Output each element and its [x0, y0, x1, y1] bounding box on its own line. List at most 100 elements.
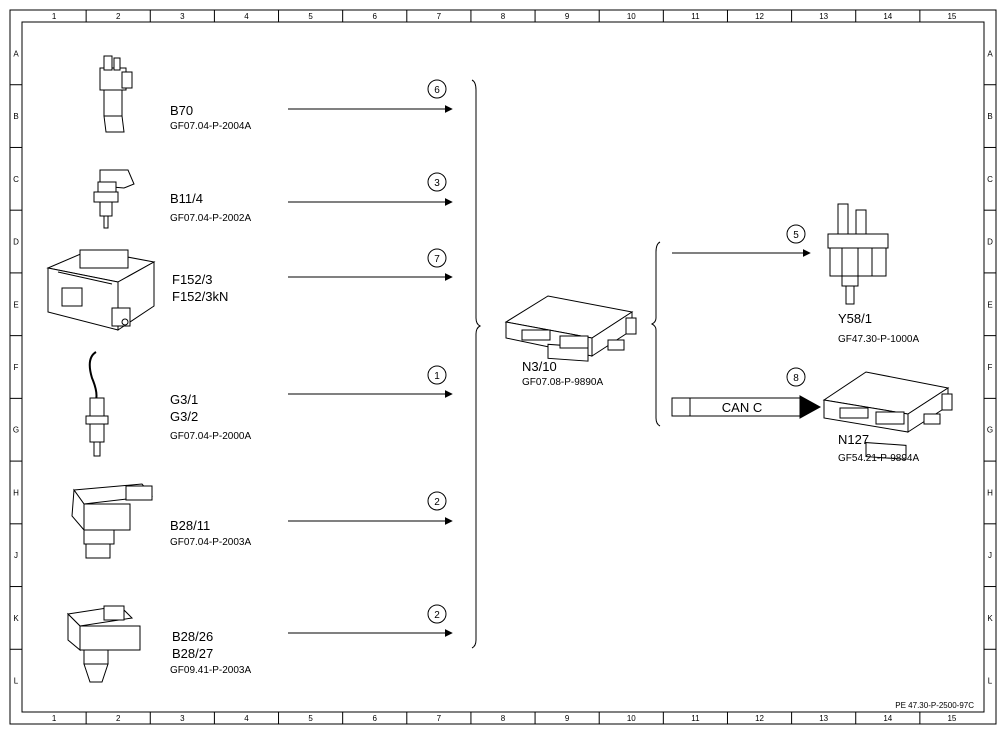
pressure-sensor-icon: [66, 605, 141, 683]
grid-column-label: 10: [627, 714, 636, 723]
bus-arrow-head: [799, 395, 822, 419]
signal-number: 5: [793, 230, 799, 241]
grid-column-label: 3: [180, 12, 185, 21]
grid-column-label: 6: [373, 12, 378, 21]
grid-column-label: 12: [755, 714, 764, 723]
signal-marker: 8: [786, 367, 806, 387]
can-bus-label: CAN C: [722, 400, 762, 415]
grid-column-label: 9: [565, 12, 570, 21]
grid-row-label: F: [988, 363, 993, 372]
signal-number: 7: [434, 254, 440, 265]
control-unit-icon: [504, 295, 637, 362]
label-n127: N127: [838, 432, 869, 447]
grid-column-label: 6: [373, 714, 378, 723]
doc-n127: GF54.21-P-9894A: [838, 453, 919, 464]
grid-column-label: 2: [116, 12, 121, 21]
grid-row-label: E: [13, 300, 18, 309]
grid-row-label: D: [13, 238, 19, 247]
grid-row-label: K: [13, 614, 19, 623]
oxygen-sensor-icon: [85, 351, 109, 457]
crankshaft-sensor-icon: [99, 55, 133, 133]
grid-column-label: 11: [691, 12, 700, 21]
valve-icon: [827, 203, 889, 305]
grid-column-label: 13: [819, 12, 828, 21]
label-b11-4: B11/4: [170, 191, 203, 206]
signal-number: 1: [434, 371, 440, 382]
doc-y58-1: GF47.30-P-1000A: [838, 334, 919, 345]
grid-row-label: H: [987, 488, 993, 497]
grid-column-label: 2: [116, 714, 121, 723]
signal-marker: 2: [427, 604, 447, 624]
doc-b28-26: GF09.41-P-2003A: [170, 665, 251, 676]
signal-number: 2: [434, 610, 440, 621]
grid-column-label: 3: [180, 714, 185, 723]
grid-row-label: A: [13, 49, 19, 58]
input-arrows: [288, 105, 453, 637]
grid-row-label: B: [987, 112, 992, 121]
grid-column-label: 4: [244, 714, 249, 723]
grid-column-label: 7: [437, 714, 442, 723]
doc-b70: GF07.04-P-2004A: [170, 121, 251, 132]
grid-column-label: 10: [627, 12, 636, 21]
grid-ticks: 1122334455667788991010111112121313141415…: [10, 10, 996, 724]
grid-row-label: J: [14, 551, 18, 560]
grid-row-label: C: [13, 175, 19, 184]
signal-number: 6: [434, 85, 440, 96]
input-brace: [471, 79, 482, 649]
grid-row-label: F: [14, 363, 19, 372]
doc-b28-11: GF07.04-P-2003A: [170, 537, 251, 548]
grid-row-label: J: [988, 551, 992, 560]
output-brace: [650, 241, 661, 427]
label-y58-1: Y58/1: [838, 311, 872, 326]
control-unit-icon: [822, 371, 953, 460]
doc-b11-4: GF07.04-P-2002A: [170, 213, 251, 224]
grid-column-label: 8: [501, 12, 506, 21]
grid-column-label: 8: [501, 714, 506, 723]
inner-frame: [21, 21, 985, 713]
grid-row-label: G: [13, 426, 19, 435]
grid-row-label: L: [14, 677, 19, 686]
doc-n3-10: GF07.08-P-9890A: [522, 377, 603, 388]
grid-column-label: 13: [819, 714, 828, 723]
label-n3-10: N3/10: [522, 359, 557, 374]
label-b28-27: B28/27: [172, 646, 213, 661]
label-g3-2: G3/2: [170, 409, 198, 424]
signal-number: 3: [434, 178, 440, 189]
pressure-sensor-icon: [71, 483, 153, 559]
grid-row-label: L: [988, 677, 993, 686]
grid-row-label: C: [987, 175, 993, 184]
grid-column-label: 4: [244, 12, 249, 21]
signal-marker: 6: [427, 79, 447, 99]
grid-column-label: 14: [883, 12, 892, 21]
signal-marker: 7: [427, 248, 447, 268]
grid-column-label: 7: [437, 12, 442, 21]
label-g3-1: G3/1: [170, 392, 198, 407]
grid-column-label: 11: [691, 714, 700, 723]
signal-marker: 1: [427, 365, 447, 385]
grid-row-label: A: [987, 49, 993, 58]
grid-row-label: E: [987, 300, 992, 309]
can-bus-connector: CAN C: [671, 395, 822, 419]
grid-row-label: H: [13, 488, 19, 497]
grid-column-label: 1: [52, 714, 57, 723]
label-f152-3kn: F152/3kN: [172, 289, 228, 304]
grid-row-label: K: [987, 614, 993, 623]
drawing-reference: PE 47.30-P-2500-97C: [895, 701, 974, 710]
grid-column-label: 12: [755, 12, 764, 21]
label-b28-11: B28/11: [170, 518, 210, 533]
grid-row-label: D: [987, 238, 993, 247]
signal-number: 2: [434, 497, 440, 508]
signal-marker: 2: [427, 491, 447, 511]
label-f152-3: F152/3: [172, 272, 212, 287]
signal-marker: 5: [786, 224, 806, 244]
doc-g3: GF07.04-P-2000A: [170, 431, 251, 442]
grid-column-label: 15: [947, 714, 956, 723]
grid-column-label: 15: [947, 12, 956, 21]
signal-number: 8: [793, 373, 799, 384]
grid-row-label: G: [987, 426, 993, 435]
outer-frame: [9, 9, 997, 725]
grid-row-label: B: [13, 112, 18, 121]
grid-column-label: 14: [883, 714, 892, 723]
grid-column-label: 1: [52, 12, 57, 21]
